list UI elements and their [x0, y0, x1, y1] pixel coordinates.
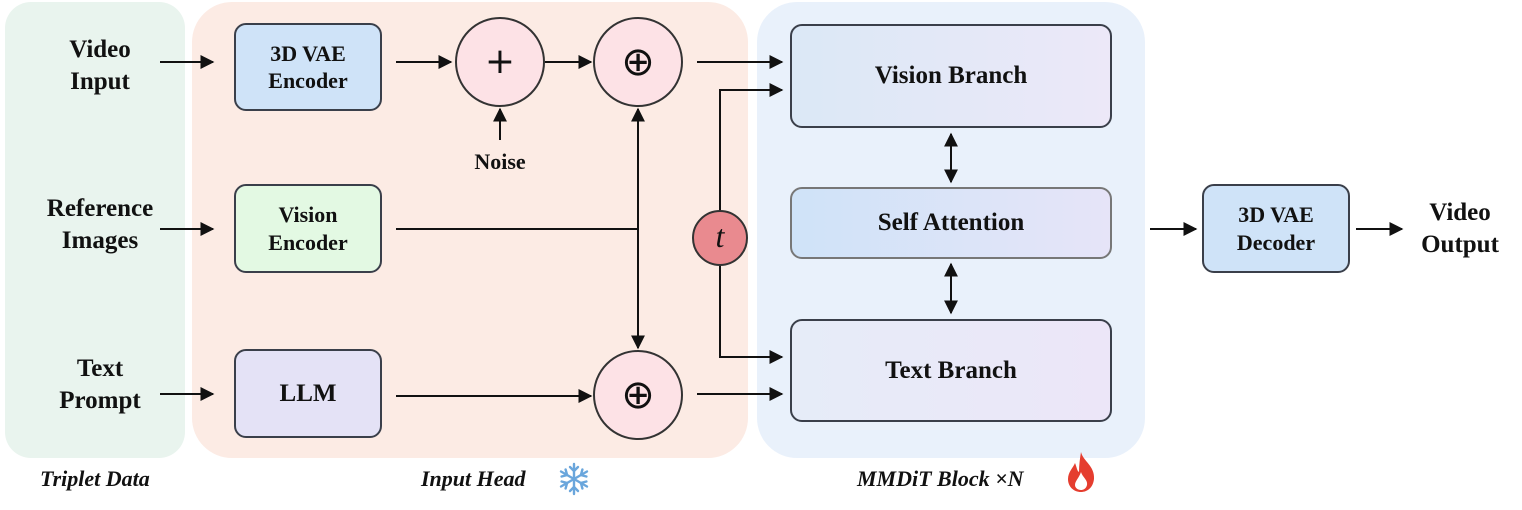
video-output-label: Video Output — [1421, 199, 1499, 258]
snowflake-icon — [557, 462, 591, 501]
timestep-symbol: t — [715, 218, 725, 254]
text-branch-box: Text Branch — [790, 319, 1112, 422]
text-prompt-label: Text Prompt — [59, 355, 141, 414]
vae-decoder-box: 3D VAE Decoder — [1202, 184, 1350, 273]
self-attention-box: Self Attention — [790, 187, 1112, 259]
noise-label: Noise — [474, 149, 526, 174]
plus-symbol: + — [484, 41, 516, 82]
vae-encoder-box: 3D VAE Encoder — [234, 23, 382, 111]
noise-add-node: + — [455, 17, 545, 107]
oplus-symbol-bottom: ⊕ — [621, 372, 655, 418]
llm-box: LLM — [234, 349, 382, 438]
input-head-caption: Input Head — [421, 466, 526, 491]
video-input-label: Video Input — [69, 36, 131, 95]
mmdit-block-caption: MMDiT Block ×N — [857, 466, 1024, 491]
vision-branch-box: Vision Branch — [790, 24, 1112, 128]
vision-encoder-box: Vision Encoder — [234, 184, 382, 273]
timestep-node: t — [692, 210, 748, 266]
concat-node-bottom: ⊕ — [593, 350, 683, 440]
concat-node-top: ⊕ — [593, 17, 683, 107]
triplet-data-panel — [5, 2, 185, 458]
flame-icon — [1064, 450, 1098, 499]
oplus-symbol-top: ⊕ — [621, 39, 655, 85]
reference-images-label: Reference Images — [46, 195, 154, 254]
triplet-data-caption: Triplet Data — [40, 466, 150, 491]
